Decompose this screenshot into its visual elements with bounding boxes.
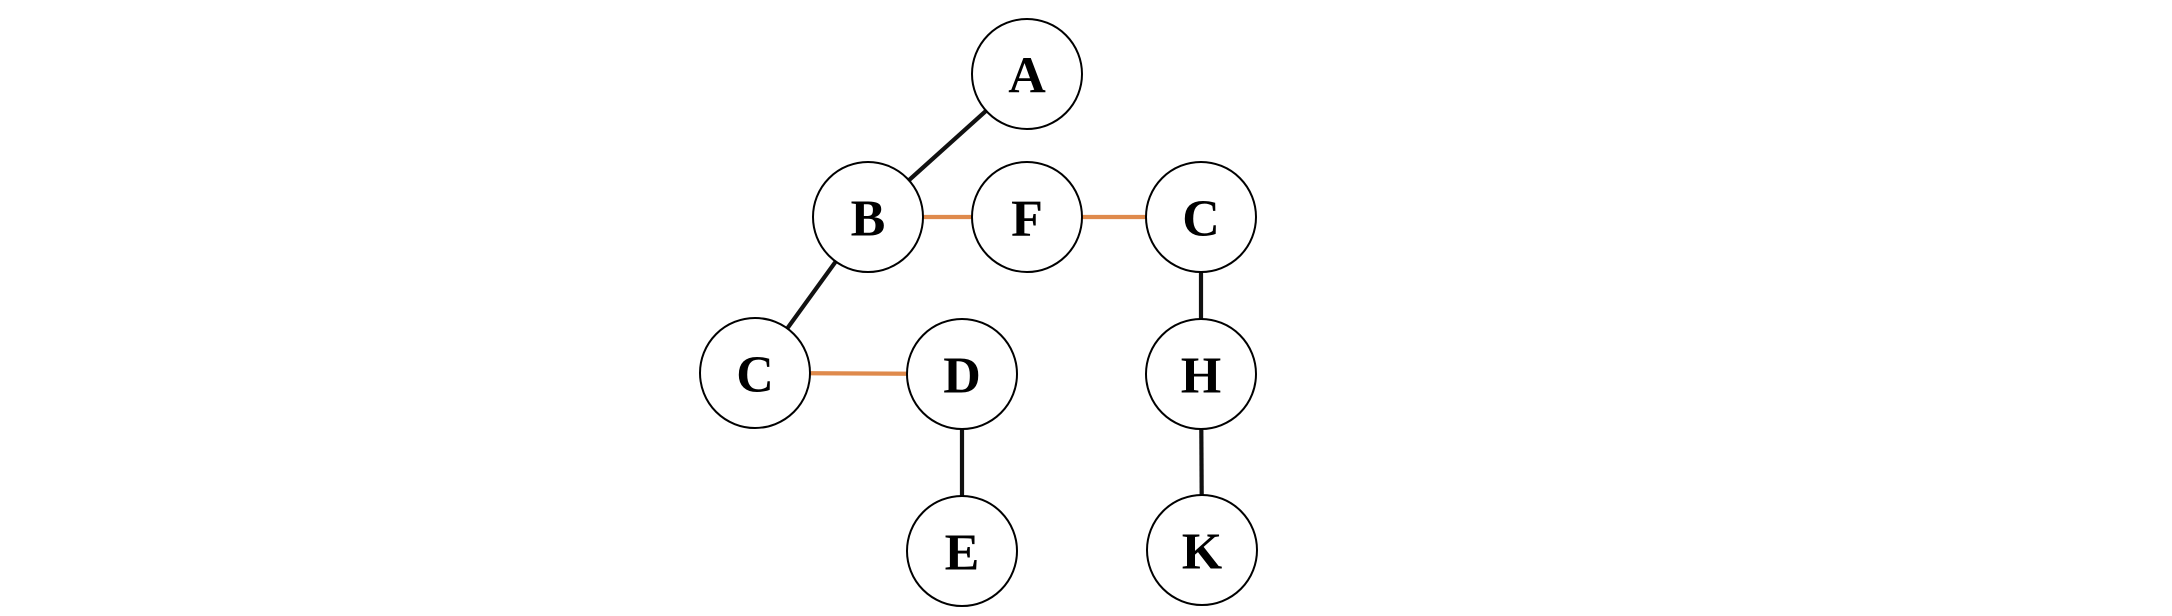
node-B-circle (812, 161, 924, 273)
node-E-circle (906, 495, 1018, 607)
node-E-label: E (945, 525, 980, 582)
node-A-circle (971, 18, 1083, 130)
node-H: H (1145, 318, 1257, 430)
node-F: F (971, 161, 1083, 273)
node-K: K (1146, 494, 1258, 606)
node-C1-circle (699, 317, 811, 429)
node-D-circle (906, 318, 1018, 430)
node-F-circle (971, 161, 1083, 273)
node-K-label: K (1182, 524, 1223, 581)
node-C2-circle (1145, 161, 1257, 273)
node-C2: C (1145, 161, 1257, 273)
node-H-label: H (1181, 348, 1221, 405)
node-F-label: F (1011, 191, 1043, 248)
node-B-label: B (851, 191, 886, 248)
node-K-circle (1146, 494, 1258, 606)
node-E: E (906, 495, 1018, 607)
node-D: D (906, 318, 1018, 430)
node-C2-label: C (1182, 191, 1220, 248)
node-C1: C (699, 317, 811, 429)
node-A-label: A (1008, 48, 1046, 105)
node-D-label: D (943, 348, 981, 405)
node-C1-label: C (736, 347, 774, 404)
node-A: A (971, 18, 1083, 130)
node-B: B (812, 161, 924, 273)
node-H-circle (1145, 318, 1257, 430)
